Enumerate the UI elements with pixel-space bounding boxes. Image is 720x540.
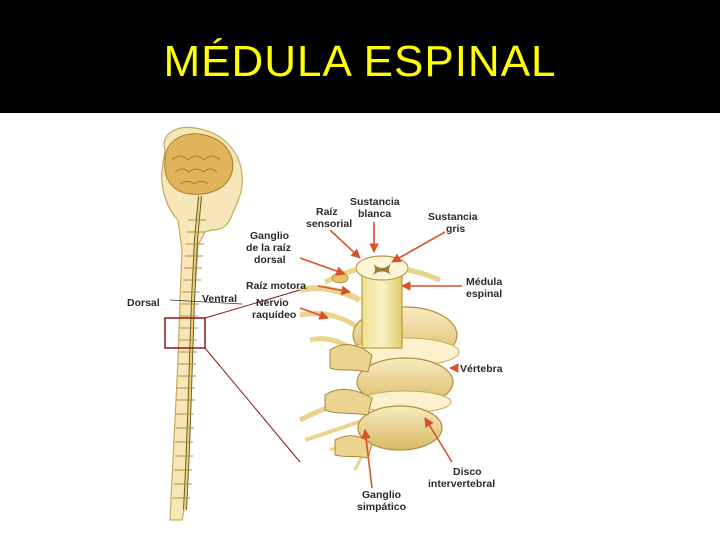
spinal-segment-detail: [298, 255, 460, 471]
title-bar: MÉDULA ESPINAL: [0, 0, 720, 113]
pointer-arrows: [299, 222, 462, 489]
label-medula-2: espinal: [466, 288, 502, 300]
label-ganglio-simpatico-2: simpático: [357, 501, 406, 513]
label-sustancia-blanca-1: Sustancia: [350, 196, 400, 208]
label-vertebra: Vértebra: [460, 363, 503, 375]
zoom-line-bottom: [204, 347, 301, 463]
grey-matter-icon: [372, 262, 392, 276]
label-raiz-sensorial-2: sensorial: [306, 218, 352, 230]
zoom-line-top: [204, 289, 301, 319]
label-nervio-1: Nervio: [256, 297, 289, 309]
label-medula-1: Médula: [466, 276, 502, 288]
spinal-cord-column: [361, 267, 403, 349]
label-raiz-motora: Raíz motora: [246, 280, 306, 292]
label-ganglio-simpatico-1: Ganglio: [362, 489, 401, 501]
label-disco-2: intervertebral: [428, 478, 495, 490]
label-sustancia-blanca-2: blanca: [358, 208, 391, 220]
label-ganglio-raiz-2: de la raíz: [246, 242, 291, 254]
slide-title: MÉDULA ESPINAL: [163, 37, 557, 86]
label-sustancia-gris-1: Sustancia: [428, 211, 478, 223]
brain-icon: [164, 133, 234, 195]
label-disco-1: Disco: [453, 466, 482, 478]
label-ganglio-raiz-1: Ganglio: [250, 230, 289, 242]
label-ventral: Ventral: [202, 293, 237, 305]
label-nervio-2: raquídeo: [252, 309, 296, 321]
vertebrae-ticks: [173, 219, 206, 499]
human-silhouette: [161, 126, 243, 521]
label-ganglio-raiz-3: dorsal: [254, 254, 286, 266]
label-dorsal: Dorsal: [127, 297, 160, 309]
dorsal-ventral-line: [169, 299, 243, 305]
label-raiz-sensorial-1: Raíz: [316, 206, 338, 218]
zoom-highlight-box: [164, 317, 206, 349]
label-sustancia-gris-2: gris: [446, 223, 465, 235]
dorsal-root-ganglion-icon: [331, 272, 349, 284]
vertebra-body-3: [357, 405, 443, 451]
